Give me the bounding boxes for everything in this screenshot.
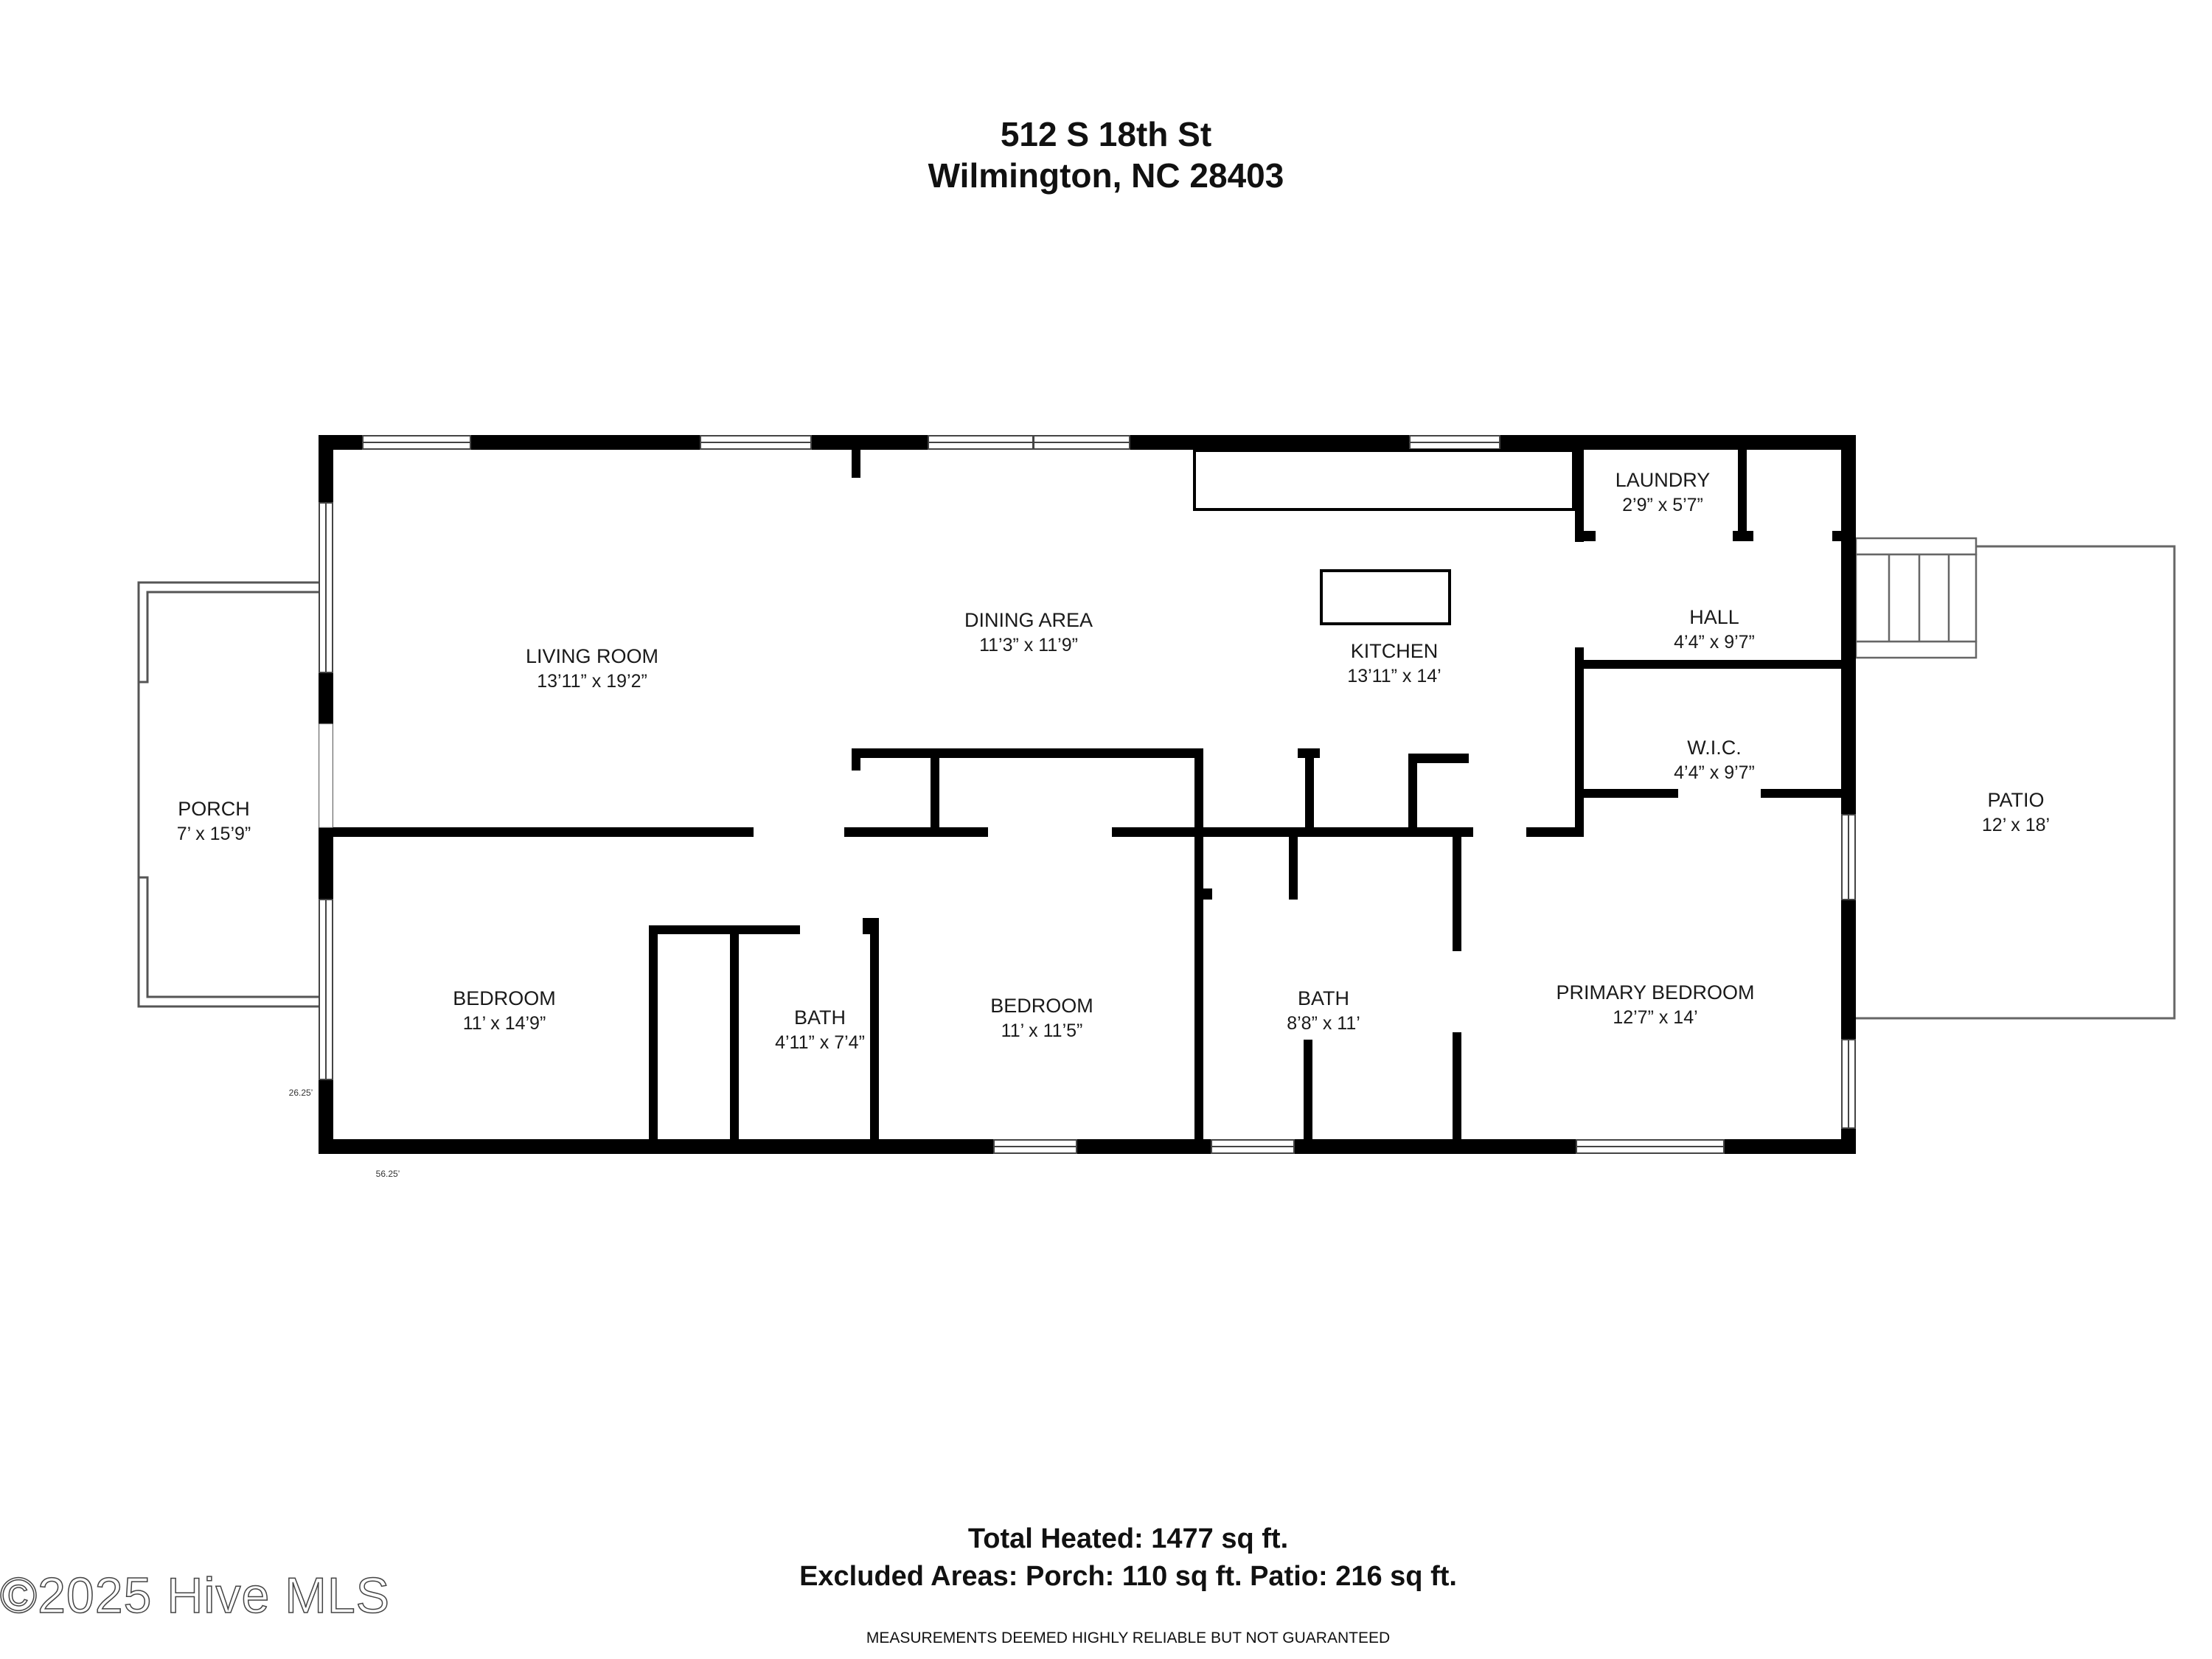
kitchen-name: KITCHEN	[1351, 640, 1439, 662]
bedroom-2-name: BEDROOM	[990, 995, 1093, 1017]
disclaimer: MEASUREMENTS DEEMED HIGHLY RELIABLE BUT …	[866, 1630, 1391, 1646]
bath-1-name: BATH	[794, 1006, 846, 1029]
bedroom-1-name: BEDROOM	[453, 987, 556, 1009]
primary-bedroom-dims: 12’7” x 14’	[1613, 1007, 1697, 1028]
bedroom-2-dims: 11’ x 11’5”	[1001, 1020, 1083, 1041]
wic-dims: 4’4” x 9’7”	[1674, 762, 1755, 783]
hall-name: HALL	[1689, 606, 1739, 628]
dining-area-dims: 11’3” x 11’9”	[979, 635, 1078, 655]
kitchen-fixtures	[1193, 449, 1575, 625]
patio-dims: 12’ x 18’	[1982, 815, 2050, 835]
stairs	[1854, 537, 1978, 659]
width-dimension: 56.25’	[376, 1169, 400, 1179]
kitchen-island	[1320, 569, 1451, 625]
porch-name: PORCH	[178, 798, 250, 820]
interior-walls	[333, 450, 1841, 1139]
dining-area-name: DINING AREA	[964, 609, 1093, 631]
front-door-opening	[319, 723, 333, 828]
watermark: ©2025 Hive MLS	[0, 1567, 391, 1624]
window-midlines	[325, 442, 1849, 1147]
bedroom-1-dims: 11’ x 14’9”	[463, 1013, 546, 1034]
depth-dimension: 26.25’	[289, 1088, 313, 1098]
living-room-dims: 13’11” x 19’2”	[537, 671, 647, 692]
living-room-name: LIVING ROOM	[526, 645, 658, 667]
bath-1-dims: 4’11” x 7’4”	[775, 1032, 865, 1053]
laundry-name: LAUNDRY	[1615, 469, 1711, 491]
kitchen-dims: 13’11” x 14’	[1347, 666, 1441, 686]
laundry-dims: 2’9” x 5’7”	[1622, 495, 1703, 515]
patio-name: PATIO	[1987, 789, 2044, 811]
patio-outline	[1856, 545, 2176, 1020]
porch-outline	[137, 581, 319, 1008]
kitchen-counter	[1193, 449, 1575, 511]
address-line-1: 512 S 18th St	[1000, 115, 1212, 153]
room-labels: LIVING ROOM 13’11” x 19’2” DINING AREA 1…	[177, 469, 2050, 1179]
total-heated: Total Heated: 1477 sq ft.	[967, 1523, 1289, 1554]
hall-dims: 4’4” x 9’7”	[1674, 632, 1755, 653]
bath-2-name: BATH	[1298, 987, 1349, 1009]
primary-bedroom-name: PRIMARY BEDROOM	[1556, 981, 1754, 1004]
bath-2-dims: 8’8” x 11’	[1287, 1013, 1360, 1034]
address-line-2: Wilmington, NC 28403	[928, 156, 1284, 195]
excluded-areas: Excluded Areas: Porch: 110 sq ft. Patio:…	[799, 1561, 1457, 1592]
porch-dims: 7’ x 15’9”	[177, 824, 251, 844]
wic-name: W.I.C.	[1687, 737, 1742, 759]
